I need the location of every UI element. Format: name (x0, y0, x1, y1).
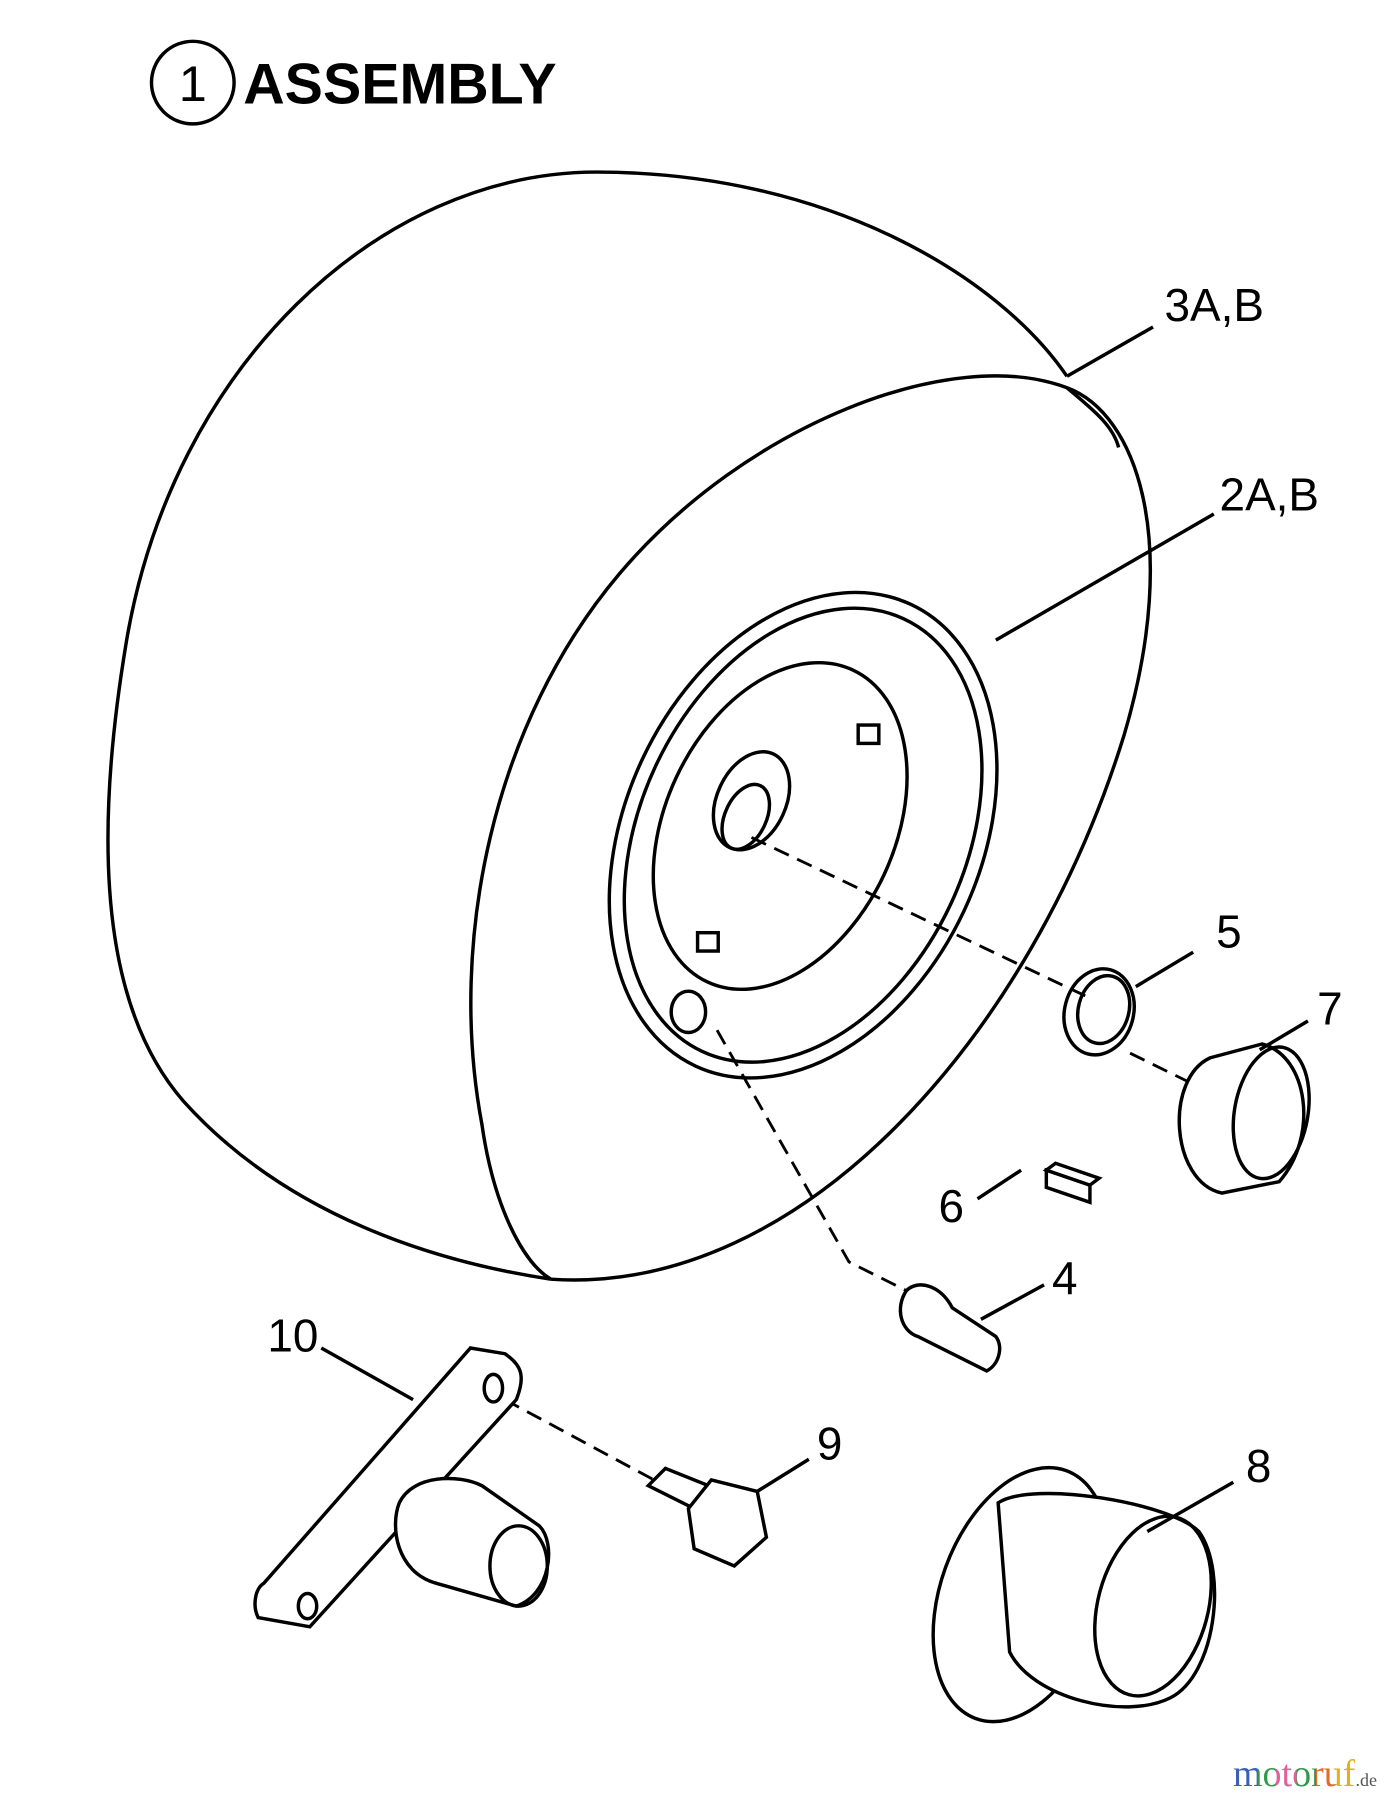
callout-4: 4 (1052, 1252, 1078, 1304)
callout-2ab: 2A,B (1220, 469, 1319, 521)
valve-line (715, 1029, 908, 1292)
watermark: motoruf.de (1233, 1752, 1377, 1796)
rim (607, 590, 999, 1080)
hub-cap (931, 1465, 1217, 1724)
page-title: ASSEMBLY (243, 52, 556, 116)
callout-10: 10 (267, 1309, 318, 1361)
watermark-brand: motoruf (1233, 1753, 1356, 1795)
callout-5: 5 (1216, 906, 1242, 958)
watermark-tld: .de (1355, 1770, 1377, 1790)
bolt-line (504, 1398, 655, 1482)
bolt (645, 1466, 769, 1568)
title-number-circle (149, 39, 236, 126)
callout-9: 9 (817, 1417, 843, 1469)
title-number: 1 (179, 55, 207, 112)
callout-6: 6 (938, 1180, 964, 1232)
title-block: 1 ASSEMBLY (149, 39, 557, 126)
retaining-ring (1062, 967, 1136, 1057)
callout-8: 8 (1246, 1440, 1272, 1492)
callout-7: 7 (1317, 982, 1343, 1034)
bracket (253, 1346, 551, 1629)
bushing (1177, 1042, 1311, 1195)
leader-lines (320, 325, 1309, 1534)
key (1042, 1161, 1103, 1205)
valve-stem (898, 1283, 1002, 1373)
callout-3ab: 3A,B (1164, 279, 1263, 331)
axle-line (750, 836, 1194, 1086)
tire (106, 170, 1152, 1282)
